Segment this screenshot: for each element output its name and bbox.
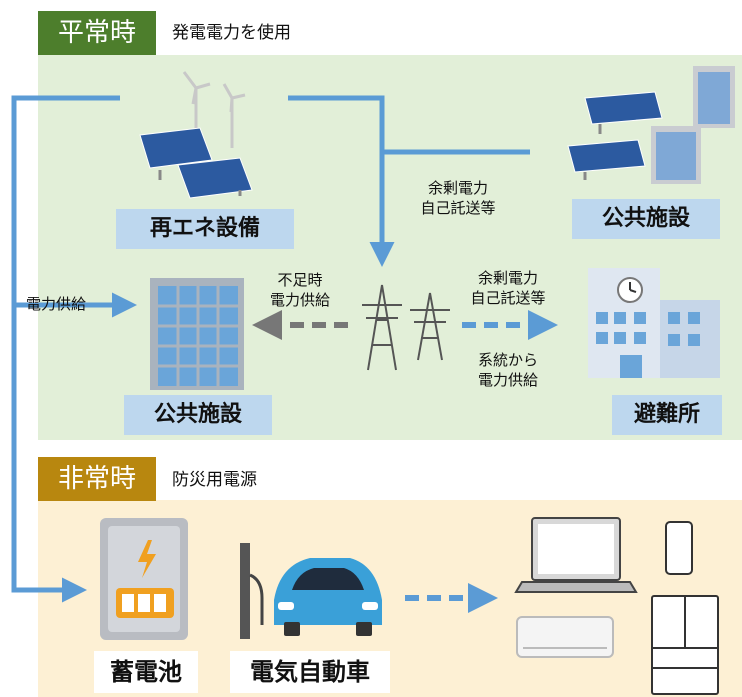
public-facility-label: 公共施設: [124, 395, 272, 435]
public-facility-top-label: 公共施設: [572, 199, 720, 239]
solar-panel-icon: [139, 127, 253, 199]
school-icon: [588, 268, 720, 378]
transmission-tower-icon: [362, 284, 450, 371]
building-icon: [651, 66, 735, 184]
surplus-note-right-line2: 自己託送等: [470, 289, 546, 307]
grid-supply-note: 系統から 電力供給: [448, 350, 568, 390]
normal-subtitle: 発電電力を使用: [172, 23, 291, 43]
refrigerator-icon: [651, 595, 719, 695]
surplus-note-top: 余剰電力 自己託送等: [398, 178, 518, 218]
grid-supply-note-line2: 電力供給: [477, 371, 538, 389]
building-icon: [150, 278, 244, 390]
solar-panel-icon: [567, 91, 663, 180]
surplus-note-top-line2: 自己託送等: [420, 199, 496, 217]
battery-label: 蓄電池: [94, 651, 198, 693]
ev-charger-icon: [240, 543, 264, 639]
shortage-note-line2: 電力供給: [269, 291, 330, 309]
shortage-note-line1: 不足時: [277, 271, 323, 289]
emergency-subtitle: 防災用電源: [172, 470, 257, 490]
surplus-note-top-line1: 余剰電力: [427, 179, 488, 197]
air-conditioner-icon: [516, 616, 614, 658]
shelter-label: 避難所: [612, 395, 722, 435]
ev-label: 電気自動車: [230, 651, 390, 693]
renewable-label: 再エネ設備: [116, 209, 294, 249]
flow-lines: [11, 95, 530, 603]
car-icon: [274, 558, 382, 636]
grid-supply-note-line1: 系統から: [477, 351, 538, 369]
emergency-header: 非常時: [38, 457, 156, 501]
surplus-note-right-line1: 余剰電力: [477, 269, 538, 287]
normal-header: 平常時: [38, 11, 156, 55]
supply-note-left: 電力供給: [26, 295, 87, 313]
shortage-note: 不足時 電力供給: [250, 270, 350, 310]
laptop-icon: [514, 517, 638, 593]
surplus-note-right: 余剰電力 自己託送等: [448, 268, 568, 308]
smartphone-icon: [665, 521, 693, 575]
battery-icon: [100, 518, 188, 640]
